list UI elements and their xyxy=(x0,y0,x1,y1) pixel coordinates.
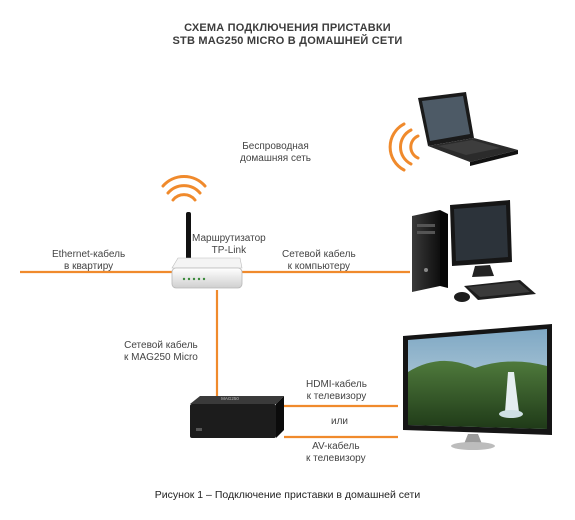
set-top-box-icon: MAG250 xyxy=(190,396,284,438)
ethernet-line-1: Ethernet-кабель xyxy=(52,249,126,260)
laptop-wifi-icon xyxy=(388,122,420,172)
or-label: или xyxy=(331,416,349,427)
desktop-pc-icon xyxy=(412,200,536,302)
hdmi-line-2: к телевизору xyxy=(306,391,367,402)
stb-cable-line-2: к MAG250 Micro xyxy=(124,352,198,363)
hdmi-line-1: HDMI-кабель xyxy=(306,379,367,390)
router-label: Маршрутизатор TP-Link xyxy=(192,233,266,257)
wireless-line-1: Беспроводная xyxy=(242,141,309,152)
av-line-2: к телевизору xyxy=(306,453,366,464)
av-line-1: AV-кабель xyxy=(312,441,360,452)
router-line-2: TP-Link xyxy=(211,245,247,256)
diagram-title: СХЕМА ПОДКЛЮЧЕНИЯ ПРИСТАВКИ STB MAG250 M… xyxy=(0,22,575,48)
tv-icon xyxy=(403,324,552,450)
figure-caption: Рисунок 1 – Подключение приставки в дома… xyxy=(154,489,421,501)
stb-brand: MAG250 xyxy=(221,396,239,401)
pc-cable-line-2: к компьютеру xyxy=(287,261,351,272)
title-line-1: СХЕМА ПОДКЛЮЧЕНИЯ ПРИСТАВКИ xyxy=(184,22,391,34)
router-line-1: Маршрутизатор xyxy=(192,233,266,244)
pc-cable-label: Сетевой кабель к компьютеру xyxy=(282,249,356,273)
wifi-icon xyxy=(161,175,207,202)
ethernet-line-2: в квартиру xyxy=(64,261,114,272)
wireless-line-2: домашняя сеть xyxy=(240,153,312,164)
stb-cable-line-1: Сетевой кабель xyxy=(124,340,198,351)
av-cable-label: AV-кабель к телевизору xyxy=(306,441,366,465)
stb-cable-label: Сетевой кабель к MAG250 Micro xyxy=(124,340,198,364)
router-icon xyxy=(171,212,243,289)
wireless-network-label: Беспроводная домашняя сеть xyxy=(240,141,311,165)
title-line-2: STB MAG250 MICRO В ДОМАШНЕЙ СЕТИ xyxy=(172,35,403,47)
hdmi-cable-label: HDMI-кабель к телевизору xyxy=(306,379,367,403)
pc-cable-line-1: Сетевой кабель xyxy=(282,249,356,260)
ethernet-cable-label: Ethernet-кабель в квартиру xyxy=(52,249,125,273)
cables xyxy=(20,270,410,439)
laptop-icon xyxy=(418,92,518,166)
